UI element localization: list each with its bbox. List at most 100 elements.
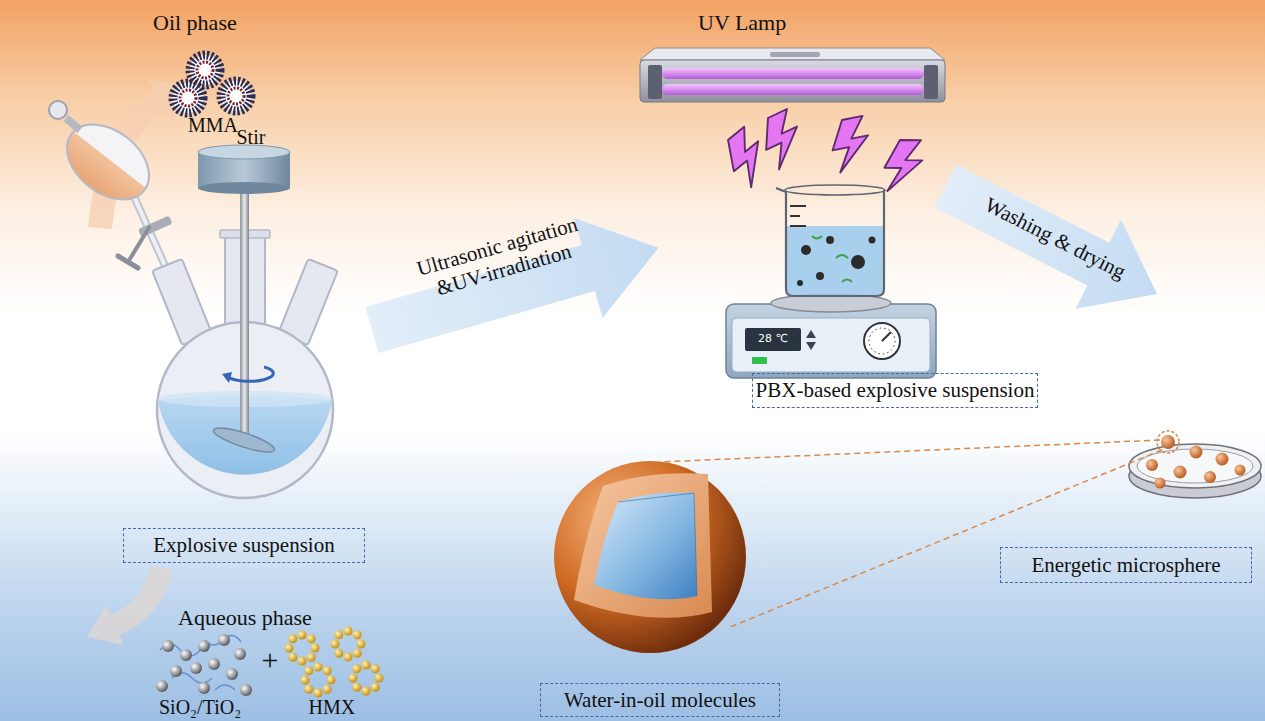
petri-dish bbox=[1204, 471, 1216, 483]
box-label: Water-in-oil molecules bbox=[564, 688, 756, 713]
silica-titania-particles bbox=[156, 634, 252, 696]
hmx-crystals bbox=[349, 661, 384, 696]
hmx-crystals bbox=[285, 631, 320, 666]
uv-rays bbox=[830, 113, 870, 175]
uv-lamp bbox=[770, 52, 820, 57]
silica-titania-particles bbox=[198, 682, 210, 694]
box-label: Energetic microsphere bbox=[1031, 553, 1220, 578]
silica-titania-particles bbox=[198, 640, 210, 652]
hot-plate bbox=[806, 330, 816, 338]
uv-lamp bbox=[640, 60, 945, 102]
petri-dish bbox=[1216, 453, 1229, 466]
hot-plate bbox=[869, 328, 895, 354]
plus-sign: + bbox=[262, 643, 279, 678]
dropping-funnel bbox=[53, 109, 164, 214]
beaker bbox=[851, 255, 865, 269]
beaker bbox=[790, 215, 800, 217]
microsphere-cutaway bbox=[594, 492, 697, 599]
petri-dish bbox=[1190, 446, 1203, 459]
beaker bbox=[826, 236, 834, 244]
dropping-funnel bbox=[128, 226, 150, 262]
mma-micelles bbox=[221, 81, 251, 111]
uv-rays bbox=[720, 124, 773, 191]
silica-titania-particles bbox=[180, 649, 192, 661]
hmx-crystals bbox=[331, 627, 366, 662]
dashed-label-box: Explosive suspension bbox=[123, 528, 365, 563]
overhead-stirrer bbox=[198, 145, 290, 457]
equipment-label: Stir bbox=[237, 126, 266, 149]
phase-label: Oil phase bbox=[153, 10, 237, 35]
dashed-label-box: PBX-based explosive suspension bbox=[752, 373, 1038, 408]
silica-titania-particles bbox=[170, 665, 182, 677]
process-arrow bbox=[922, 141, 1179, 338]
dropping-funnel bbox=[66, 118, 80, 130]
hot-plate bbox=[752, 357, 767, 364]
overhead-stirrer bbox=[211, 423, 276, 456]
box-label: Explosive suspension bbox=[153, 533, 334, 558]
uv-lamp bbox=[648, 65, 662, 99]
overhead-stirrer bbox=[198, 182, 290, 194]
uv-lamp bbox=[924, 65, 938, 99]
uv-lamp bbox=[662, 68, 924, 79]
hmx-crystals bbox=[285, 627, 384, 698]
mma-micelles bbox=[173, 83, 203, 113]
microsphere-cutaway bbox=[574, 473, 712, 618]
beaker bbox=[776, 185, 885, 296]
microsphere-cutaway bbox=[554, 461, 746, 653]
leader-line bbox=[660, 440, 1160, 462]
hot-plate bbox=[806, 342, 816, 350]
petri-dish bbox=[1129, 444, 1261, 488]
silica-titania-particles bbox=[190, 662, 202, 674]
dropping-funnel bbox=[49, 101, 67, 119]
hot-plate bbox=[732, 318, 930, 372]
uv-lamp bbox=[640, 48, 945, 60]
petri-dish bbox=[1174, 466, 1187, 479]
beaker bbox=[785, 185, 885, 195]
uv-rays bbox=[720, 108, 928, 198]
uv-rays bbox=[761, 108, 803, 171]
beaker bbox=[797, 280, 803, 286]
beaker bbox=[812, 236, 852, 282]
overhead-stirrer bbox=[228, 367, 273, 381]
aqueous-phase-arrow bbox=[115, 568, 162, 625]
silica-titania-particles bbox=[218, 634, 230, 646]
beaker bbox=[776, 188, 884, 296]
dashed-label-box: Water-in-oil molecules bbox=[540, 683, 780, 717]
silica-titania-particles bbox=[234, 648, 246, 660]
petri-dish bbox=[1157, 431, 1179, 453]
hot-plate bbox=[726, 294, 936, 378]
beaker bbox=[790, 205, 806, 207]
beaker bbox=[869, 237, 876, 244]
petri-dish bbox=[1146, 459, 1158, 471]
silica-titania-particles bbox=[240, 684, 252, 696]
silica-titania-particles bbox=[226, 668, 238, 680]
hmx-crystals bbox=[301, 663, 336, 698]
hot-plate bbox=[882, 332, 891, 341]
beaker bbox=[790, 225, 806, 227]
aqueous-phase-arrow bbox=[87, 568, 162, 645]
overhead-stirrer bbox=[222, 372, 232, 383]
process-arrow bbox=[922, 141, 1179, 338]
process-arrow bbox=[358, 198, 673, 380]
silica-titania-particles bbox=[162, 640, 174, 652]
silica-titania-particles bbox=[208, 658, 220, 670]
petri-dish bbox=[1235, 465, 1246, 476]
reagent-label: HMX bbox=[309, 696, 356, 719]
silica-titania-particles bbox=[156, 680, 168, 692]
overhead-stirrer bbox=[240, 186, 249, 436]
phase-label: Aqueous phase bbox=[178, 605, 312, 630]
box-label: PBX-based explosive suspension bbox=[756, 378, 1035, 403]
reagent-label: SiO₂/TiO₂ bbox=[159, 696, 241, 719]
petri-dish bbox=[1161, 435, 1175, 449]
petri-dish bbox=[1155, 478, 1166, 489]
equipment-label: UV Lamp bbox=[698, 10, 786, 35]
uv-rays bbox=[878, 132, 928, 198]
leader-line bbox=[728, 450, 1162, 628]
hot-plate bbox=[745, 328, 801, 351]
dropping-funnel bbox=[118, 256, 138, 268]
beaker bbox=[801, 245, 811, 255]
leader-line bbox=[660, 440, 1162, 628]
hot-plate bbox=[726, 304, 936, 378]
microsphere-cutaway bbox=[618, 493, 697, 596]
